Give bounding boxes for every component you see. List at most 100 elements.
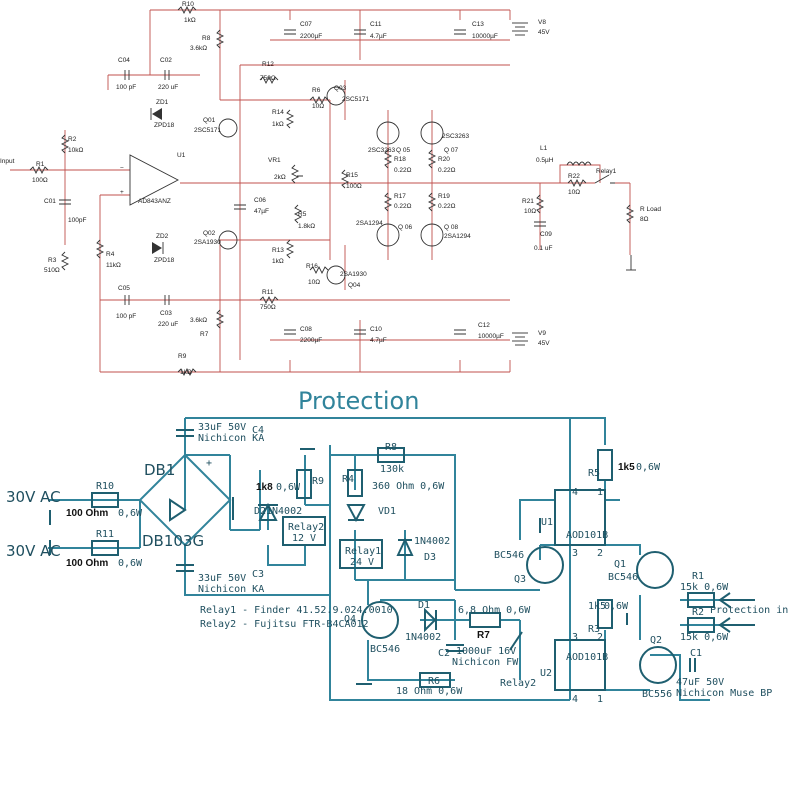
q08-ref: Q 08 [444,224,458,231]
r14-ref: R14 [272,109,284,116]
r8-value-prot: 130k [380,464,404,475]
c12-value: 10000µF [478,333,504,340]
opamp-ref: U1 [177,152,186,159]
r1-value-prot: 15k 0,6W [680,582,729,593]
c3-value: 33uF 50V [198,573,246,584]
c04-value: 100 pF [116,84,136,91]
r19-value: 0.22Ω [438,203,456,210]
amp-zener-diodes [150,108,164,254]
r4-ref: R4 [106,251,115,258]
r8-ref: R8 [202,35,211,42]
u2-pin-2: 2 [597,632,603,643]
u1-pin-2: 2 [597,548,603,559]
d3-part: 1N4002 [414,536,450,547]
relay-note-2: Relay2 - Fujitsu FTR-B4CA012 [200,619,369,630]
c01-ref: C01 [44,198,56,205]
amp-input-wires [10,74,200,301]
q07-part: 2SC3263 [442,133,469,140]
q2-transistor [639,646,677,684]
r10-value: 1kΩ [184,17,196,24]
r3-value: 510Ω [44,267,60,274]
opamp-symbol [129,154,179,206]
r2-ref-prot: R2 [692,607,704,618]
q06-part: 2SA1294 [356,220,383,227]
c1-ref: C1 [690,648,702,659]
r10-ref: R10 [182,1,194,8]
c08-value: 2200µF [300,337,322,344]
c2-value: 1000uF 16V [456,646,516,657]
u1-ref: U1 [541,517,553,528]
relay2-voltage: 12 V [292,533,316,544]
q05-part: 2SC3263 [368,147,395,154]
r13-value: 1kΩ [272,258,284,265]
r21-value: 10Ω [524,208,536,215]
r5-ref-prot: R5 [588,468,600,479]
r10-power-prot: 0,6W [118,508,143,519]
q02-ref: Q02 [203,230,216,237]
c4-brand: Nichicon KA [198,433,264,444]
prot-lower-rail [184,445,570,701]
prot-diode-symbols [169,498,437,633]
r3-value-prot: 1k5 [588,601,606,612]
r13-ref: R13 [272,247,284,254]
r11-value-prot: 100 Ohm [66,558,108,569]
amp-load-wires [539,182,631,255]
inductor-l1 [566,161,592,167]
q03-part: 2SC5171 [342,96,369,103]
u2-part: AOD101B [566,652,608,663]
c09-ref: C09 [540,231,552,238]
bridge-plus: + [206,458,212,469]
amp-driver-wires [219,20,433,360]
c01-value: 100pF [68,217,86,224]
c06-ref: C06 [254,197,266,204]
q4-part: BC546 [370,644,400,655]
r2-ref: R2 [68,136,77,143]
q3-transistor [526,546,564,584]
c07-ref: C07 [300,21,312,28]
c10-value: 4.7µF [370,337,387,344]
c12-ref: C12 [478,322,490,329]
q01-part: 2SC5171 [194,127,221,134]
q08-part: 2SA1294 [444,233,471,240]
prot-ac-lines [48,499,141,549]
r4-body [347,469,363,497]
r9-power-prot: 0,6W [276,482,301,493]
r7-ref: R7 [200,331,209,338]
d1-ref: D1 [418,600,430,611]
q2-part: BC556 [642,689,672,700]
u1-optocoupler [554,489,606,546]
c04-ref: C04 [118,57,130,64]
amp-capacitor-plates [59,29,546,335]
zd1-ref: ZD1 [156,99,169,106]
relay2-coil [282,516,326,546]
r7-ref-prot: R7 [477,630,490,641]
r1-ref-prot: R1 [692,571,704,582]
r1-value: 100Ω [32,177,48,184]
r7-value: 3.6kΩ [190,317,207,324]
r4-value: 11kΩ [106,262,121,269]
c3-ref: C3 [252,569,264,580]
q02-part: 2SA1930 [194,239,221,246]
c03-value: 220 uF [158,321,178,328]
vr1-ref: VR1 [268,157,281,164]
relay2-ref: Relay2 [288,522,324,533]
q05-ref: Q 05 [396,147,410,154]
r2-value: 10kΩ [68,147,83,154]
q4-transistor [361,601,399,639]
r7-value-prot: 6,8 Ohm 0,6W [458,605,531,616]
relay-note-1: Relay1 - Finder 41.52.9.024.0010 [200,605,393,616]
r11-body [91,540,119,556]
q3-ref: Q3 [514,574,526,585]
q1-part: BC546 [608,572,638,583]
q1-transistor [636,551,674,589]
c3-brand: Nichicon KA [198,584,264,595]
c05-value: 100 pF [116,313,136,320]
ac-input-2: 30V AC [6,542,61,560]
u2-ref: U2 [540,668,552,679]
amp-relay-switch [594,174,615,184]
r4-ref-prot: R4 [342,474,354,485]
r9-value: 1kΩ [180,369,192,376]
c1-brand: Nichicon Muse BP [676,688,772,699]
d1-part: 1N4002 [405,632,441,643]
